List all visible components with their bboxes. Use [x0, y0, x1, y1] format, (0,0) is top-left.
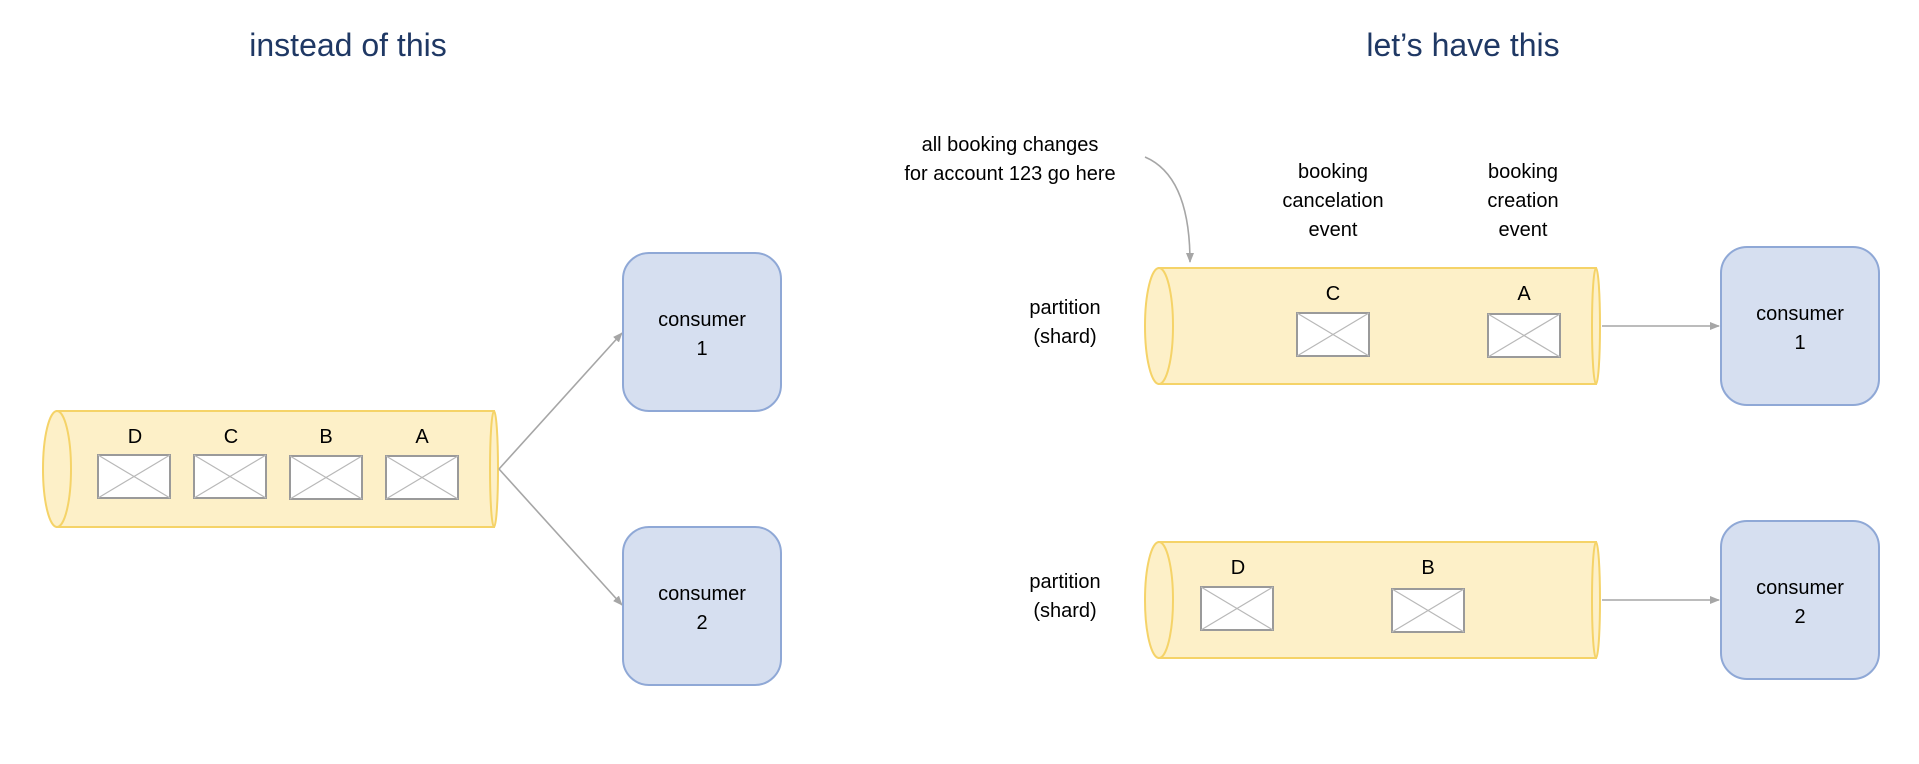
envelope-icon: [1391, 588, 1465, 633]
consumer-label: consumer: [1756, 577, 1844, 599]
event-label-creation: booking creation event: [1487, 161, 1558, 241]
partition-1-cylinder-cap: [1144, 267, 1174, 385]
message-label: C: [1326, 283, 1340, 305]
arrow-to-consumer-1: [498, 332, 623, 470]
envelope-icon: [385, 455, 459, 500]
envelope-icon: [1200, 586, 1274, 631]
message-label: D: [1231, 557, 1245, 579]
consumer-label: consumer: [658, 309, 746, 331]
message-label: A: [1517, 283, 1531, 305]
right-consumer-1: consumer 1: [1720, 246, 1880, 406]
message-label: A: [415, 426, 429, 448]
left-panel: instead of this D C B: [42, 27, 782, 686]
annotation-line-1: all booking changes: [922, 134, 1099, 156]
partition-1-cylinder-end: [1591, 267, 1601, 385]
event-label-line: booking: [1488, 161, 1558, 183]
annotation-line-2: for account 123 go here: [904, 163, 1115, 185]
consumer-number: 1: [1794, 332, 1805, 354]
envelope-icon: [97, 454, 171, 499]
partition-label-sub: (shard): [1033, 600, 1096, 622]
right-title: let’s have this: [1366, 27, 1559, 63]
partition-2-cylinder-cap: [1144, 541, 1174, 659]
event-label-line: cancelation: [1282, 190, 1383, 212]
left-cylinder-cap: [42, 410, 72, 528]
right-panel: let’s have this all booking changes for …: [904, 27, 1880, 680]
message-label: D: [128, 426, 142, 448]
partition-2-message-b: B: [1391, 557, 1465, 633]
arrow-to-consumer-2: [498, 468, 623, 606]
annotation-arrow: [1144, 156, 1194, 263]
consumer-number: 2: [696, 612, 707, 634]
right-consumer-2: consumer 2: [1720, 520, 1880, 680]
left-consumer-1: consumer 1: [622, 252, 782, 412]
left-message-a: A: [385, 426, 459, 500]
event-label-line: event: [1309, 219, 1358, 241]
event-label-line: event: [1499, 219, 1548, 241]
left-message-b: B: [289, 426, 363, 500]
partition-label: partition: [1029, 571, 1100, 593]
envelope-icon: [289, 455, 363, 500]
partition-2-message-d: D: [1200, 557, 1274, 631]
left-title: instead of this: [249, 27, 446, 63]
event-label-line: booking: [1298, 161, 1368, 183]
envelope-icon: [1487, 313, 1561, 358]
event-label-line: creation: [1487, 190, 1558, 212]
partition-1-message-a: A: [1487, 283, 1561, 358]
consumer-number: 2: [1794, 606, 1805, 628]
left-message-c: C: [193, 426, 267, 499]
envelope-icon: [1296, 312, 1370, 357]
consumer-label: consumer: [658, 583, 746, 605]
partition-label-sub: (shard): [1033, 326, 1096, 348]
event-label-cancelation: booking cancelation event: [1282, 161, 1383, 241]
consumer-label: consumer: [1756, 303, 1844, 325]
message-label: C: [224, 426, 238, 448]
left-message-d: D: [97, 426, 171, 499]
partition-1-message-c: C: [1296, 283, 1370, 357]
message-label: B: [1421, 557, 1434, 579]
message-label: B: [319, 426, 332, 448]
partition-2-cylinder-end: [1591, 541, 1601, 659]
partition-label: partition: [1029, 297, 1100, 319]
consumer-number: 1: [696, 338, 707, 360]
envelope-icon: [193, 454, 267, 499]
left-cylinder-end: [489, 410, 499, 528]
partition-1: partition (shard) C A: [1029, 246, 1880, 406]
partition-2: partition (shard) D B: [1029, 520, 1880, 680]
left-consumer-2: consumer 2: [622, 526, 782, 686]
